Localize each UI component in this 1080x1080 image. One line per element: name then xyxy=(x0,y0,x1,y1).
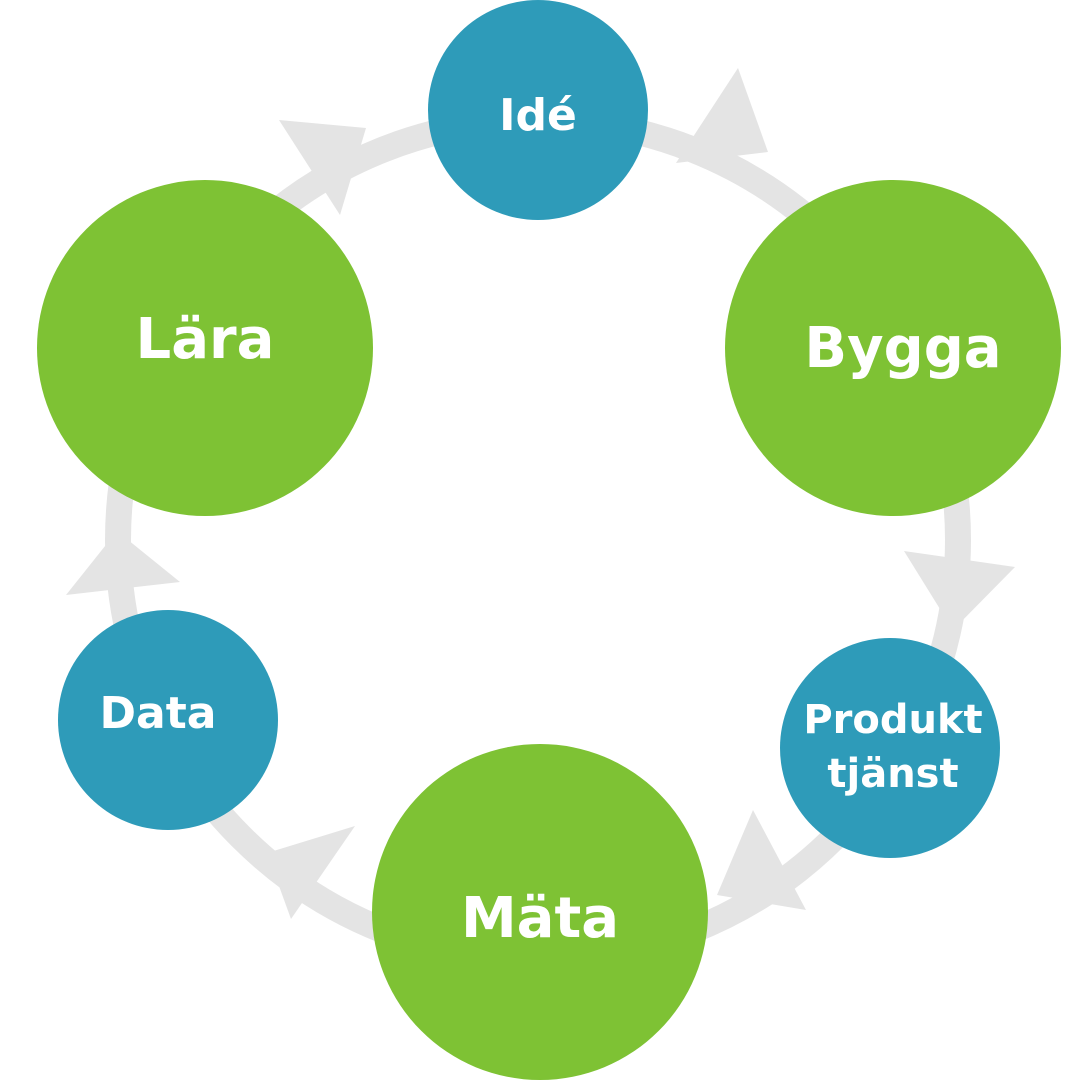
node-lara-circle xyxy=(37,180,373,516)
node-mata-label: Mäta xyxy=(461,886,619,951)
node-produkt-label-line2: tjänst xyxy=(827,751,958,797)
node-produkt-label-line1: Produkt xyxy=(803,697,982,743)
node-bygga-circle xyxy=(725,180,1061,516)
node-lara-label: Lära xyxy=(136,307,275,372)
arrow-bygga-to-produkt xyxy=(904,551,1015,630)
node-bygga: Bygga xyxy=(725,180,1061,516)
node-lara: Lära xyxy=(37,180,373,516)
node-mata-circle xyxy=(372,744,708,1080)
node-produkt-circle xyxy=(780,638,1000,858)
node-ide: Idé xyxy=(428,0,648,220)
arrow-mata-to-data xyxy=(267,826,355,919)
arrow-lara-to-ide xyxy=(279,120,366,215)
arrow-data-to-lara xyxy=(66,531,180,595)
node-data-label: Data xyxy=(100,688,217,739)
node-ide-circle xyxy=(428,0,648,220)
node-data: Data xyxy=(58,610,278,830)
node-mata: Mäta xyxy=(372,744,708,1080)
node-bygga-label: Bygga xyxy=(804,316,1001,381)
arrow-produkt-to-mata xyxy=(717,810,806,910)
node-data-circle xyxy=(58,610,278,830)
node-ide-label: Idé xyxy=(499,90,577,141)
arrow-ide-to-bygga xyxy=(676,68,768,163)
node-produkt-tjanst: Produkt tjänst xyxy=(780,638,1000,858)
